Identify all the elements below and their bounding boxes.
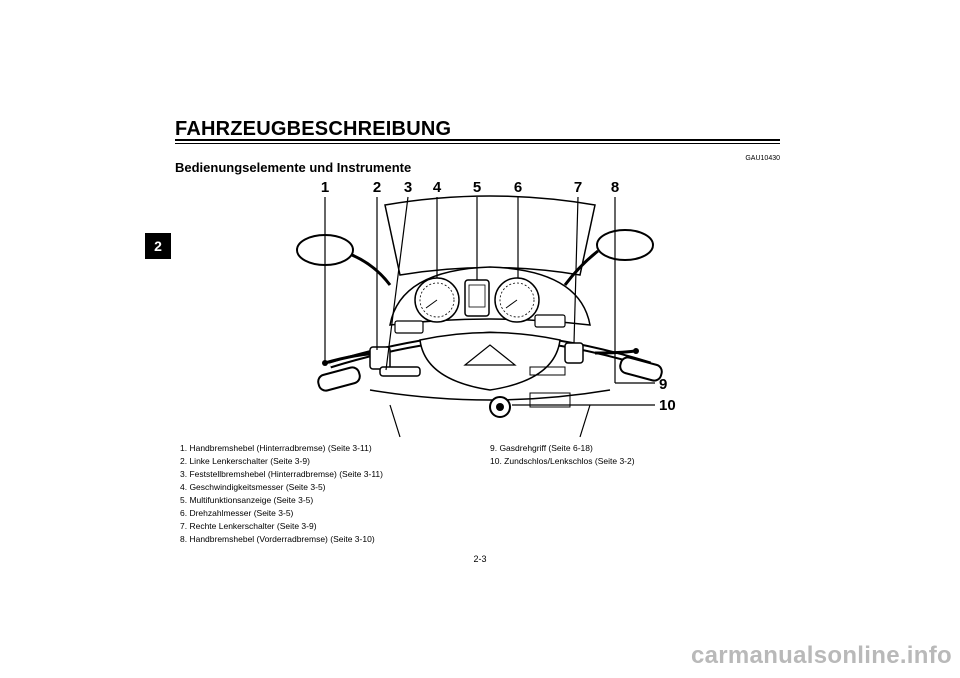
section-title: Bedienungselemente und Instrumente [175, 160, 412, 175]
chapter-tab: 2 [145, 233, 171, 259]
left-grip [317, 366, 361, 392]
legend-right-column: 9. Gasdrehgriff (Seite 6-18) 10. Zundsch… [490, 442, 635, 468]
legend-item: 3. Feststellbremshebel (Hinterradbremse)… [180, 469, 383, 479]
right-grip [619, 356, 663, 382]
parking-brake-lever [379, 366, 421, 377]
callout-2: 2 [373, 179, 381, 196]
legend-item: 9. Gasdrehgriff (Seite 6-18) [490, 443, 593, 453]
callout-4: 4 [433, 179, 442, 196]
callout-3: 3 [404, 179, 412, 196]
right-switch-housing [564, 342, 584, 364]
right-mirror-stem [563, 249, 599, 286]
scooter-controls-illustration: 1 2 3 4 5 6 7 8 9 10 [296, 179, 676, 438]
callout-8: 8 [611, 179, 619, 196]
callout-7: 7 [574, 179, 582, 196]
callout-9: 9 [659, 376, 667, 393]
legend-left-column: 1. Handbremshebel (Hinterradbremse) (Sei… [180, 442, 383, 546]
header-rule [175, 139, 780, 141]
legend-item: 1. Handbremshebel (Hinterradbremse) (Sei… [180, 443, 372, 453]
callout-1: 1 [321, 179, 329, 196]
legend-item: 2. Linke Lenkerschalter (Seite 3-9) [180, 456, 310, 466]
callout-5: 5 [473, 179, 481, 196]
callout-10: 10 [659, 397, 676, 414]
legend-item: 10. Zundschlos/Lenkschlos (Seite 3-2) [490, 456, 635, 466]
document-code: GAU10430 [745, 155, 780, 162]
legend-item: 7. Rechte Lenkerschalter (Seite 3-9) [180, 521, 317, 531]
callout-lines [324, 196, 655, 406]
page-header-title: FAHRZEUGBESCHREIBUNG [175, 118, 452, 140]
callout-6: 6 [514, 179, 522, 196]
page-number: 2-3 [473, 554, 487, 564]
legend-item: 6. Drehzahlmesser (Seite 3-5) [180, 508, 294, 518]
right-mirror [596, 229, 654, 261]
legend-item: 8. Handbremshebel (Vorderradbremse) (Sei… [180, 534, 375, 544]
legend-item: 4. Geschwindigkeitsmesser (Seite 3-5) [180, 482, 326, 492]
watermark: carmanualsonline.info [690, 642, 952, 669]
windscreen [384, 195, 596, 276]
legend-item: 5. Multifunktionsanzeige (Seite 3-5) [180, 495, 314, 505]
front-body [419, 331, 561, 391]
header-rule-thin [175, 143, 780, 144]
right-brake-lever [594, 349, 636, 355]
left-mirror-stem [351, 253, 392, 286]
